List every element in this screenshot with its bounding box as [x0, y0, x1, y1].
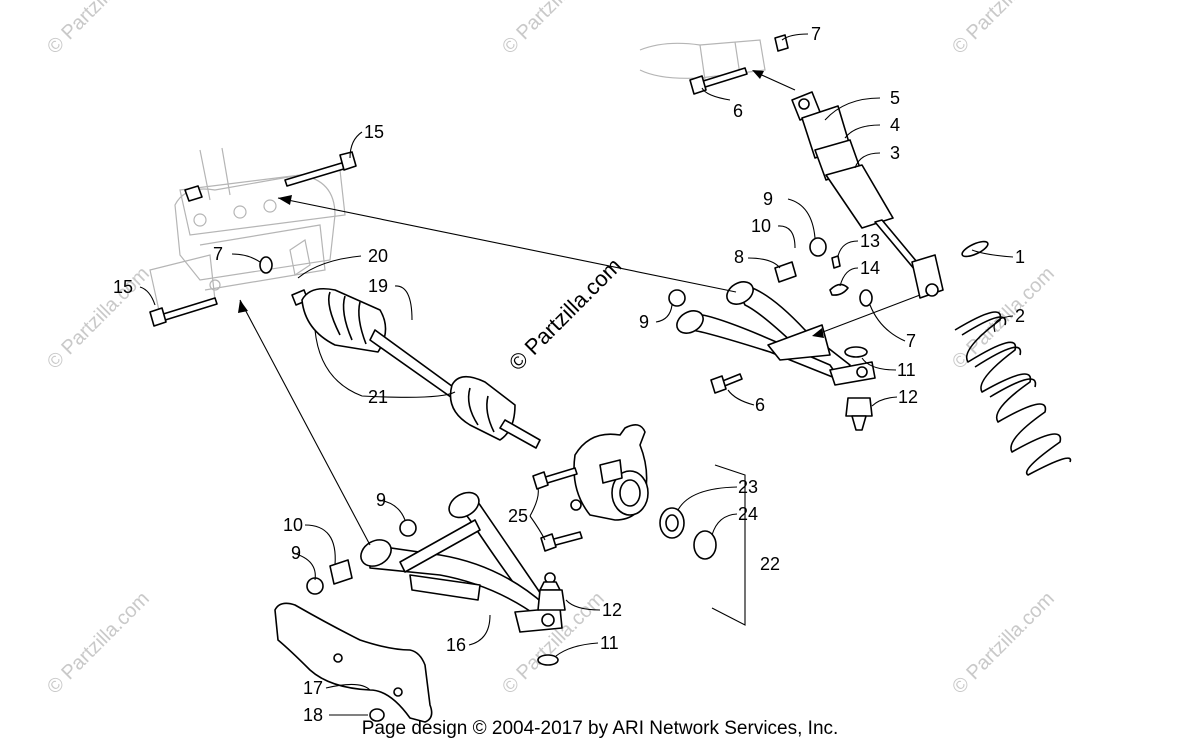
- nut-7-upper: [184, 185, 203, 202]
- callout-23: 23: [738, 477, 758, 497]
- bolt-6-lower: [710, 373, 743, 394]
- steering-knuckle: [570, 424, 649, 521]
- drive-axle: [291, 287, 541, 449]
- bushing-9-upper: [809, 237, 827, 257]
- callout-15-lower: 15: [113, 277, 133, 297]
- callout-12-upper: 12: [898, 387, 918, 407]
- sleeve-10-lower: [329, 559, 353, 585]
- watermark-bottom-right: © Partzilla.com: [948, 588, 1059, 699]
- callout-11-lower: 11: [600, 633, 619, 653]
- bushing-7-left: [259, 256, 273, 274]
- callout-14: 14: [860, 258, 880, 278]
- callout-9-lower: 9: [291, 543, 301, 563]
- callout-19: 19: [368, 276, 388, 296]
- callout-13: 13: [860, 231, 880, 251]
- ball-joint-12-upper: [845, 397, 873, 431]
- snap-ring-11-upper: [844, 346, 868, 358]
- callout-15-upper: 15: [364, 122, 384, 142]
- callout-3: 3: [890, 143, 900, 163]
- watermark-mid-left: © Partzilla.com: [43, 263, 154, 374]
- bolt-15-upper: [284, 151, 357, 187]
- callout-9-upper-left: 9: [639, 312, 649, 332]
- callout-10-lower: 10: [283, 515, 303, 535]
- assembly-arrows: [238, 70, 921, 546]
- upper-a-arm: [676, 281, 876, 386]
- snap-ring-1: [961, 240, 989, 258]
- screw-18: [369, 708, 385, 722]
- callout-11-upper: 11: [897, 360, 916, 380]
- bolt-25-lower: [540, 531, 583, 552]
- callout-20: 20: [368, 246, 388, 266]
- sleeve-10-upper: [774, 261, 797, 283]
- watermark-top-right: © Partzilla.com: [948, 0, 1059, 59]
- bracket-22: [711, 464, 746, 626]
- copyright-footer: Page design © 2004-2017 by ARI Network S…: [361, 718, 839, 739]
- callout-21: 21: [368, 387, 388, 407]
- bushing-9-lower-top: [399, 519, 417, 537]
- bolt-25-upper: [532, 467, 578, 490]
- center-watermark: © Partzilla.com: [504, 253, 627, 376]
- callout-1: 1: [1015, 247, 1025, 267]
- callout-17: 17: [303, 678, 323, 698]
- callout-6-lower: 6: [755, 395, 765, 415]
- callout-2: 2: [1015, 306, 1025, 326]
- callout-8: 8: [734, 247, 744, 267]
- leader-lines: [139, 33, 1014, 716]
- callout-18: 18: [303, 705, 323, 725]
- watermark-bottom-left: © Partzilla.com: [43, 588, 154, 699]
- snap-ring-24: [693, 530, 717, 560]
- bushing-7-right: [859, 289, 873, 307]
- snap-ring-11-lower: [537, 654, 559, 666]
- bushing-9-lower: [306, 577, 324, 595]
- callout-10-upper: 10: [751, 216, 771, 236]
- coil-spring: [954, 311, 1072, 476]
- callout-7-frame: 7: [213, 244, 223, 264]
- callout-6-top: 6: [733, 101, 743, 121]
- callout-7-top: 7: [811, 24, 821, 44]
- skid-plate: [274, 602, 433, 723]
- bolt-6-top: [689, 67, 748, 95]
- watermark-top-left: © Partzilla.com: [43, 0, 154, 59]
- callout-22: 22: [760, 554, 780, 574]
- callout-9-lower-top: 9: [376, 490, 386, 510]
- callout-12-lower: 12: [602, 600, 622, 620]
- callout-24: 24: [738, 504, 758, 524]
- callout-9-upper: 9: [763, 189, 773, 209]
- callout-16: 16: [446, 635, 466, 655]
- lower-a-arm: [360, 491, 563, 633]
- bushing-9-upper-left: [668, 289, 686, 307]
- bearing-23: [659, 507, 685, 539]
- watermark-top-center: © Partzilla.com: [498, 0, 609, 59]
- callout-25: 25: [508, 506, 528, 526]
- ball-joint-12-lower: [537, 572, 566, 611]
- grease-zerk-13: [831, 255, 841, 269]
- clip-14: [829, 283, 849, 296]
- nut-7-top: [774, 34, 789, 52]
- shock-absorber: [791, 91, 944, 299]
- callout-7-arm: 7: [906, 331, 916, 351]
- bolt-15-lower: [149, 297, 218, 327]
- callout-4: 4: [890, 115, 900, 135]
- callout-5: 5: [890, 88, 900, 108]
- callout-labels: 15 15 7 20 19 21 7 6 5 4 3 1 2 9 10 8 13…: [113, 24, 1025, 725]
